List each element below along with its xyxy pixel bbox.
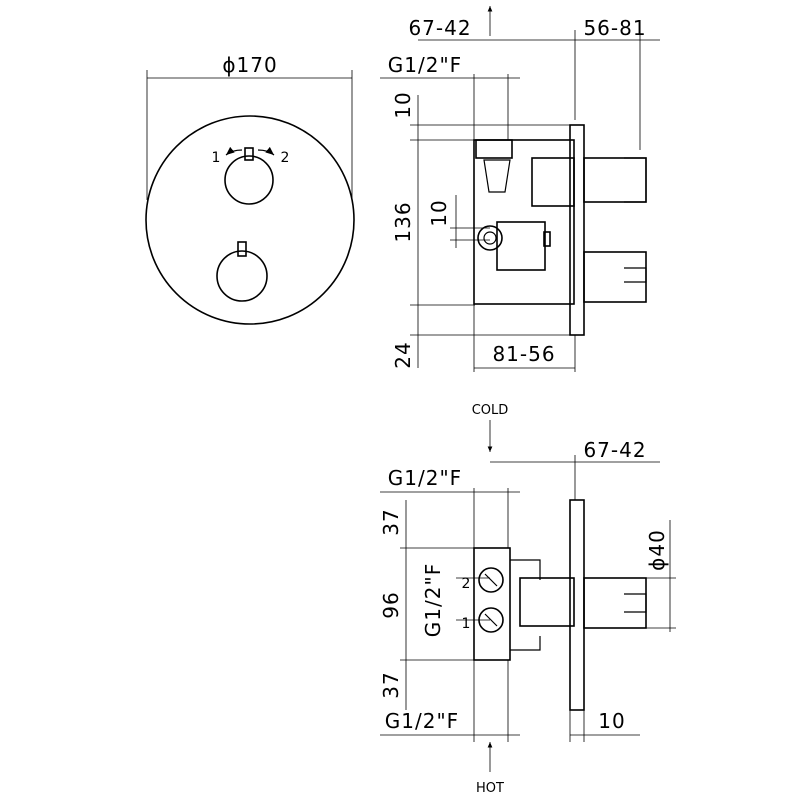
thread-label: G1/2"F <box>388 53 462 77</box>
side-view: 67-42 56-81 G1/2"F 10 136 24 10 <box>380 6 660 372</box>
dim-10: 10 <box>598 709 625 733</box>
direction-label-2: 2 <box>281 150 290 166</box>
dim-24: 24 <box>391 341 415 368</box>
handle-upper <box>583 157 647 203</box>
thread-bottom: G1/2"F <box>385 709 459 733</box>
cold-label: COLD <box>472 403 509 418</box>
dim-10-mid: 10 <box>427 199 451 226</box>
front-view: ϕ170 1 2 <box>145 53 355 325</box>
dim-top: 67-42 <box>583 438 646 462</box>
handle-lower <box>583 251 647 303</box>
diameter-label: ϕ170 <box>222 53 277 77</box>
dim-136: 136 <box>391 201 415 242</box>
direction-label-1: 1 <box>212 150 221 166</box>
port-1-label: 1 <box>462 616 471 632</box>
port-2-label: 2 <box>462 576 471 592</box>
dim-96: 96 <box>379 591 403 618</box>
bottom-view: COLD 67-42 G1/2"F 37 96 37 G1/2"F 2 1 <box>379 403 676 796</box>
mixer-body <box>473 499 585 711</box>
hot-label: HOT <box>476 781 504 796</box>
arrow-left-icon <box>225 146 243 156</box>
cover-plate <box>145 115 355 325</box>
dim-37-top: 37 <box>379 508 403 535</box>
dim-top-right: 56-81 <box>583 16 646 40</box>
handle <box>583 577 647 629</box>
dim-top-left: 67-42 <box>408 16 471 40</box>
dim-37-bottom: 37 <box>379 671 403 698</box>
lower-knob <box>216 241 268 302</box>
upper-knob <box>224 147 274 205</box>
dim-bottom: 81-56 <box>492 342 555 366</box>
thread-top: G1/2"F <box>388 466 462 490</box>
valve-body <box>473 124 585 336</box>
arrow-right-icon <box>257 146 275 156</box>
thread-side: G1/2"F <box>421 563 445 637</box>
dim-10-top: 10 <box>391 91 415 118</box>
dim-40: ϕ40 <box>645 529 669 571</box>
